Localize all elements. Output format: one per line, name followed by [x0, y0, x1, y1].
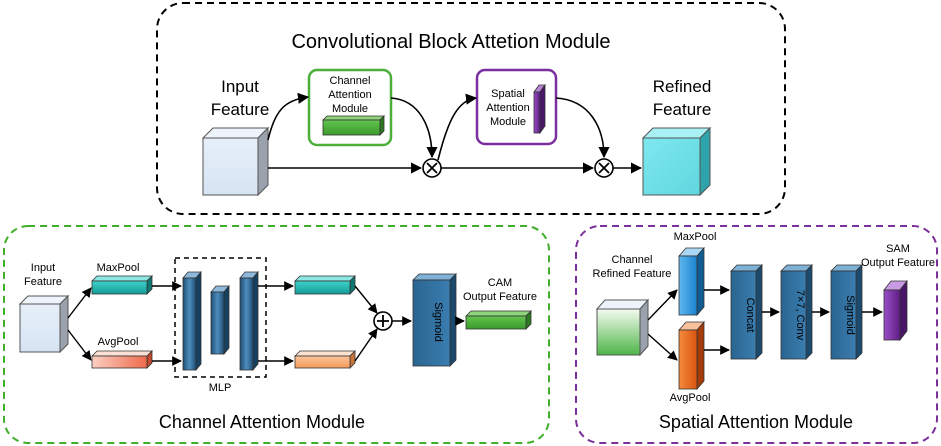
- cbam-panel: Convolutional Block Attetion Module Inpu…: [156, 2, 786, 215]
- cbam-arrow-spatial-to-mult2: [555, 97, 610, 159]
- cbam-channel-box-line3: Module: [332, 103, 368, 115]
- cbam-input-label-line1: Input: [221, 77, 259, 96]
- cam-sigmoid-label: Sigmoid: [432, 302, 444, 342]
- sam-arrow-input-to-avgpool: [647, 333, 678, 361]
- cam-maxpool-label: MaxPool: [97, 262, 140, 274]
- cam-mlp-layer-3: [239, 270, 259, 372]
- cam-arrow-top-bar-to-add: [354, 285, 378, 314]
- cbam-refined-label-line1: Refined: [653, 77, 712, 96]
- cam-input-label-line1: Input: [31, 262, 55, 274]
- cam-avgpool-label: AvgPool: [98, 336, 139, 348]
- cam-input-label-line2: Feature: [24, 276, 62, 288]
- cam-add-node: [373, 311, 393, 331]
- cam-output-label-line1: CAM: [488, 277, 512, 289]
- cbam-multiply-node-1: [422, 158, 442, 178]
- cbam-spatial-box-line1: Spatial: [491, 88, 525, 100]
- cbam-spatial-box-line3: Module: [490, 116, 526, 128]
- cbam-spatial-box-line2: Attention: [486, 102, 529, 114]
- cbam-channel-box-line2: Attention: [328, 89, 371, 101]
- cam-maxpool-bar: [91, 275, 153, 295]
- cam-mlp-label: MLP: [209, 382, 232, 394]
- cam-avgpool-bar: [91, 350, 153, 369]
- sam-input-cube: [595, 298, 650, 357]
- cam-mlp-layer-1: [182, 270, 202, 372]
- sam-conv-label: 7×7, Conv: [794, 290, 806, 341]
- sam-output-block: [883, 279, 908, 342]
- cbam-refined-label-line2: Feature: [653, 100, 712, 119]
- cam-mlp-box: [174, 257, 267, 378]
- sam-sigmoid-block: [830, 264, 863, 360]
- sam-input-label-line2: Refined Feature: [593, 268, 672, 280]
- cam-mlp-layer-2: [210, 284, 230, 356]
- sam-maxpool-label: MaxPool: [674, 231, 717, 243]
- sam-sigmoid-label: Sigmoid: [844, 295, 856, 335]
- cbam-panel-border: [156, 2, 786, 215]
- cbam-channel-box-line1: Channel: [330, 75, 371, 87]
- cam-arrow-bottom-bar-to-add: [354, 328, 378, 362]
- cbam-arrow-mult1-to-spatial: [437, 93, 478, 161]
- cbam-arrow-channel-to-mult1: [390, 97, 438, 159]
- cam-panel: Channel Attention Module Input Feature M…: [3, 225, 550, 444]
- cbam-spatial-bar: [533, 83, 546, 135]
- cam-title: Channel Attention Module: [159, 412, 365, 432]
- sam-conv-block: [780, 264, 813, 360]
- cam-output-label-line2: Output Feature: [463, 291, 537, 303]
- sam-arrow-input-to-maxpool: [647, 289, 678, 321]
- sam-output-label-line1: SAM: [886, 243, 910, 255]
- cbam-arrow-input-to-channel: [267, 92, 310, 141]
- cbam-channel-bar: [322, 115, 385, 136]
- sam-maxpool-block: [678, 246, 705, 317]
- sam-output-label-line2: Output Feature: [861, 257, 935, 269]
- cbam-title: Convolutional Block Attetion Module: [291, 31, 610, 53]
- sam-avgpool-block: [678, 320, 705, 391]
- cbam-input-label-line2: Feature: [211, 100, 270, 119]
- cam-arrow-input-to-avgpool: [67, 329, 92, 361]
- sam-panel-border: [575, 225, 938, 444]
- cam-mlp-out-top-bar: [294, 275, 356, 295]
- sam-panel: Spatial Attention Module Channel Refined…: [575, 225, 938, 444]
- sam-concat-block: [730, 264, 763, 360]
- cbam-refined-cube: [641, 126, 712, 197]
- cam-arrow-input-to-maxpool: [67, 287, 92, 319]
- cam-output-bar: [465, 310, 532, 330]
- cam-mlp-out-bottom-bar: [294, 350, 356, 369]
- cam-input-cube: [18, 294, 70, 354]
- sam-avgpool-label: AvgPool: [670, 392, 711, 404]
- cbam-multiply-node-2: [594, 158, 614, 178]
- sam-concat-label: Concat: [744, 298, 756, 333]
- sam-title: Spatial Attention Module: [659, 412, 853, 432]
- cbam-input-cube: [201, 126, 270, 197]
- cam-panel-border: [3, 225, 550, 444]
- sam-input-label-line1: Channel: [612, 254, 653, 266]
- cam-sigmoid-block: [412, 273, 457, 367]
